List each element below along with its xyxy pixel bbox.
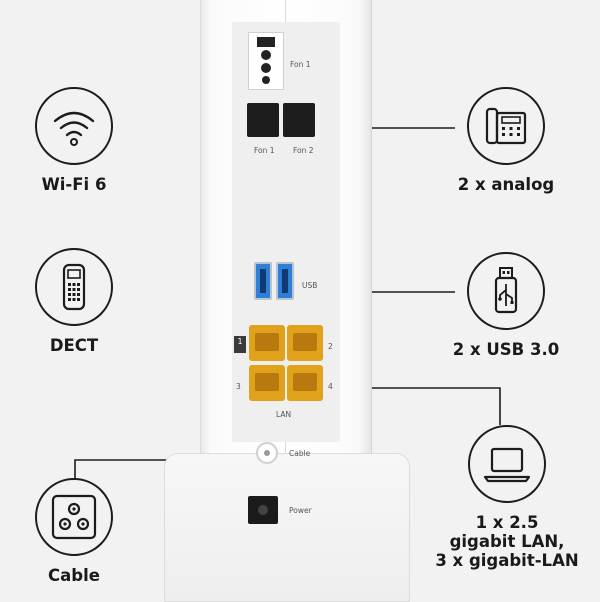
feature-cable: Cable (24, 478, 124, 585)
feature-cable-label: Cable (48, 566, 100, 585)
lan-port-1 (249, 325, 285, 361)
laptop-icon (483, 447, 531, 483)
feature-dect: DECT (24, 248, 124, 355)
feature-lan-line-1: 1 x 2.5 (475, 513, 539, 532)
power-port (248, 496, 278, 524)
wifi-icon (53, 111, 95, 146)
dect-phone-icon (62, 263, 86, 311)
lan-port-2 (287, 325, 323, 361)
label-lan-3: 3 (236, 382, 241, 391)
label-lan-4: 4 (328, 382, 333, 391)
usb-port-1 (254, 262, 272, 300)
label-power: Power (289, 506, 312, 515)
usb-stick-icon (494, 267, 518, 314)
label-usb: USB (302, 281, 318, 290)
label-lan-2: 2 (328, 342, 333, 351)
label-lan: LAN (276, 410, 292, 419)
fon2-port (283, 103, 315, 137)
feature-usb: 2 x USB 3.0 (446, 252, 566, 359)
feature-lan-line-3: 3 x gigabit-LAN (435, 551, 579, 570)
label-fon2: Fon 2 (293, 146, 314, 155)
label-fon1: Fon 1 (254, 146, 275, 155)
feature-lan-line-2: gigabit LAN, (449, 532, 565, 551)
connector-lan (372, 387, 501, 425)
feature-usb-label: 2 x USB 3.0 (452, 340, 560, 359)
label-fon-top: Fon 1 (290, 60, 311, 69)
cable-coax-port (256, 442, 278, 464)
analog-phone-icon (485, 107, 527, 145)
label-cable-port: Cable (289, 449, 311, 458)
lan-port-4 (287, 365, 323, 401)
cable-icon-circle (35, 478, 113, 556)
usb-port-2 (276, 262, 294, 300)
analog-icon-circle (467, 87, 545, 165)
feature-analog-label: 2 x analog (457, 175, 555, 194)
router-stand (164, 453, 410, 602)
coax-cable-icon (51, 494, 97, 540)
dect-icon-circle (35, 248, 113, 326)
feature-analog: 2 x analog (446, 87, 566, 194)
feature-dect-label: DECT (49, 336, 99, 355)
usb-icon-circle (467, 252, 545, 330)
feature-lan: 1 x 2.5 gigabit LAN, 3 x gigabit-LAN (432, 425, 582, 570)
wifi-icon-circle (35, 87, 113, 165)
lan-port-3 (249, 365, 285, 401)
feature-wifi-label: Wi-Fi 6 (41, 175, 107, 194)
fon1-port (247, 103, 279, 137)
lan-icon-circle (468, 425, 546, 503)
fon-tae-port (248, 32, 284, 90)
tae-socket-icon (257, 37, 275, 84)
lan-speed-badge: 1 (234, 336, 246, 353)
feature-wifi: Wi-Fi 6 (24, 87, 124, 194)
